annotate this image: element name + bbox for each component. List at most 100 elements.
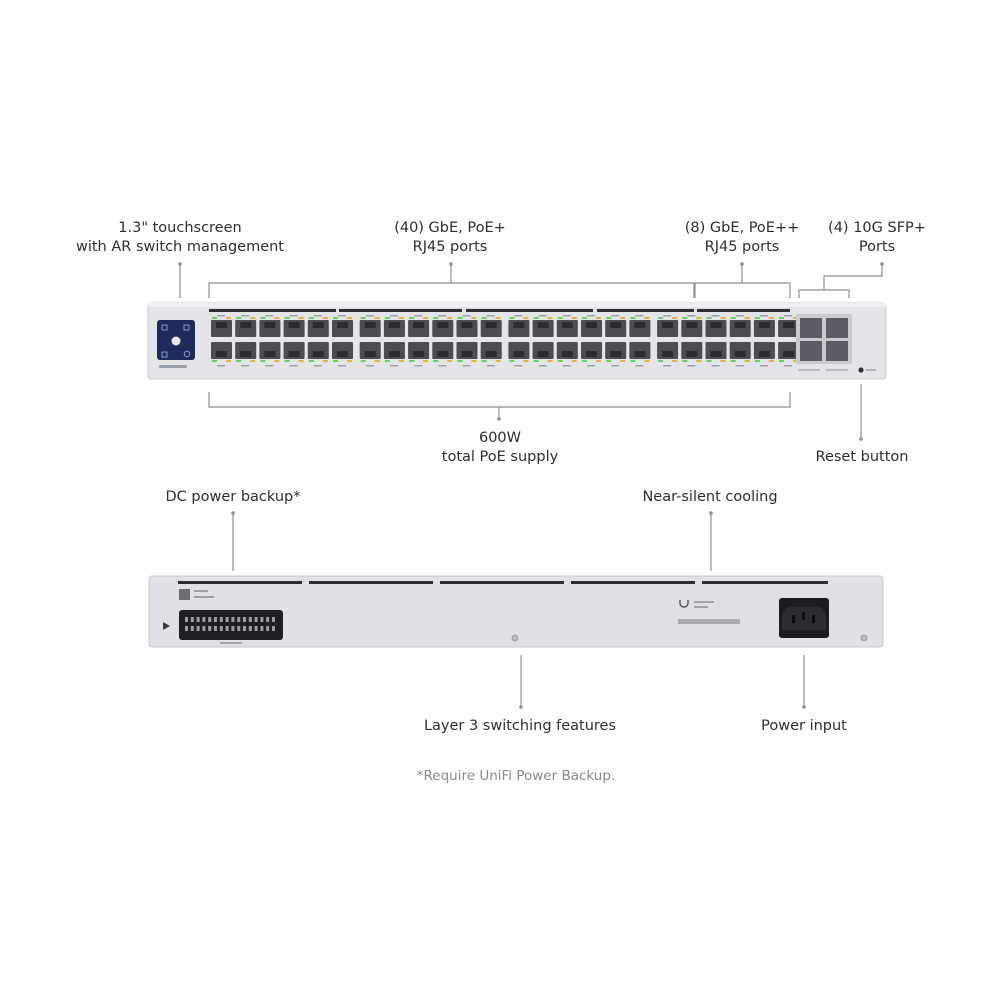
connector-pin xyxy=(225,626,229,631)
sfp-port[interactable] xyxy=(800,318,822,338)
connector-pin xyxy=(231,626,235,631)
port-led xyxy=(682,360,688,362)
poe-supply-label: 600W total PoE supply xyxy=(441,430,559,465)
rj45-port[interactable] xyxy=(629,317,651,337)
rj45-port[interactable] xyxy=(657,342,679,362)
rj45-port[interactable] xyxy=(778,342,800,362)
connector-pin xyxy=(214,626,217,631)
rj45-port[interactable] xyxy=(307,342,329,362)
rj45-port[interactable] xyxy=(283,342,305,362)
rj45-port[interactable] xyxy=(605,342,627,362)
rj45-port[interactable] xyxy=(753,317,775,337)
rj45-port[interactable] xyxy=(532,317,554,337)
port-led xyxy=(347,360,352,362)
port-led xyxy=(284,360,290,362)
connector-pin xyxy=(243,626,246,631)
port-led xyxy=(274,317,280,319)
rj45-port[interactable] xyxy=(532,342,554,362)
rj45-port-block xyxy=(211,317,800,362)
rj45-port[interactable] xyxy=(383,317,405,337)
rj45-port[interactable] xyxy=(705,342,727,362)
port-led xyxy=(236,360,242,362)
port-led xyxy=(481,360,487,362)
rj45-port[interactable] xyxy=(480,342,502,362)
footnote: *Require UniFi Power Backup. xyxy=(416,768,616,784)
connector-pin xyxy=(202,617,206,622)
touchscreen-label: 1.3" touchscreen with AR switch manageme… xyxy=(75,220,284,255)
sfp-port[interactable] xyxy=(800,341,822,361)
connector-pin xyxy=(225,617,229,622)
rj45-port[interactable] xyxy=(508,342,530,362)
rj45-port[interactable] xyxy=(283,317,305,337)
rj45-port[interactable] xyxy=(705,317,727,337)
rj45-port[interactable] xyxy=(581,317,602,337)
port-led xyxy=(779,317,785,319)
port-led xyxy=(322,317,328,319)
rj45-port[interactable] xyxy=(729,342,751,362)
reset-button[interactable] xyxy=(858,367,864,373)
rj45-port[interactable] xyxy=(681,342,703,362)
rj45-port[interactable] xyxy=(432,342,454,362)
port-led xyxy=(672,360,678,362)
port-led xyxy=(471,317,477,319)
rj45-port[interactable] xyxy=(211,317,232,337)
port-led xyxy=(423,317,429,319)
rj45-port[interactable] xyxy=(408,342,430,362)
rj45-port[interactable] xyxy=(556,342,578,362)
connector-pin xyxy=(266,626,270,631)
port-led xyxy=(447,360,453,362)
rj45-port[interactable] xyxy=(211,342,232,362)
connector-pin xyxy=(266,617,270,622)
rj45-port[interactable] xyxy=(456,317,478,337)
rj45-port[interactable] xyxy=(753,342,775,362)
port-led xyxy=(606,317,612,319)
rj45-port[interactable] xyxy=(383,342,405,362)
rj45-port[interactable] xyxy=(307,317,329,337)
rj45-port[interactable] xyxy=(332,342,353,362)
port-led xyxy=(236,317,242,319)
port-led xyxy=(212,317,217,319)
port-led xyxy=(374,317,380,319)
port-led xyxy=(457,317,463,319)
rj45-port[interactable] xyxy=(332,317,353,337)
rj45-port[interactable] xyxy=(259,317,281,337)
port-led xyxy=(547,317,553,319)
port-led xyxy=(779,360,785,362)
power-inlet[interactable] xyxy=(779,598,829,638)
rj45-port[interactable] xyxy=(432,317,454,337)
rj45-port[interactable] xyxy=(581,342,602,362)
rj45-port[interactable] xyxy=(605,317,627,337)
rj45-port[interactable] xyxy=(778,317,800,337)
rj45-port[interactable] xyxy=(456,342,478,362)
rj45-port[interactable] xyxy=(359,342,381,362)
sfp-port[interactable] xyxy=(826,341,848,361)
rj45-port[interactable] xyxy=(359,317,381,337)
rj45-port[interactable] xyxy=(657,317,679,337)
rj45-port[interactable] xyxy=(480,317,502,337)
port-led xyxy=(582,360,587,362)
connector-pin xyxy=(190,626,194,631)
connector-pin xyxy=(196,626,200,631)
rj45-port[interactable] xyxy=(408,317,430,337)
rj45-port[interactable] xyxy=(681,317,703,337)
sfp-port-block xyxy=(796,314,852,371)
rj45-port[interactable] xyxy=(629,342,651,362)
rj45-port[interactable] xyxy=(508,317,530,337)
screw xyxy=(511,634,519,642)
screw xyxy=(860,634,868,642)
rj45-port[interactable] xyxy=(259,342,281,362)
connector-pin xyxy=(260,626,264,631)
port-led xyxy=(333,360,338,362)
gbe-poe-plus-label: (40) GbE, PoE+ RJ45 ports xyxy=(394,220,506,255)
port-led xyxy=(308,360,314,362)
rj45-port[interactable] xyxy=(235,317,257,337)
rj45-port[interactable] xyxy=(556,317,578,337)
port-led xyxy=(374,360,380,362)
sfp-port[interactable] xyxy=(826,318,848,338)
dc-power-connector[interactable] xyxy=(179,610,283,640)
rj45-port[interactable] xyxy=(235,342,257,362)
connector-pin xyxy=(272,626,275,631)
rj45-port[interactable] xyxy=(729,317,751,337)
port-led xyxy=(398,317,404,319)
